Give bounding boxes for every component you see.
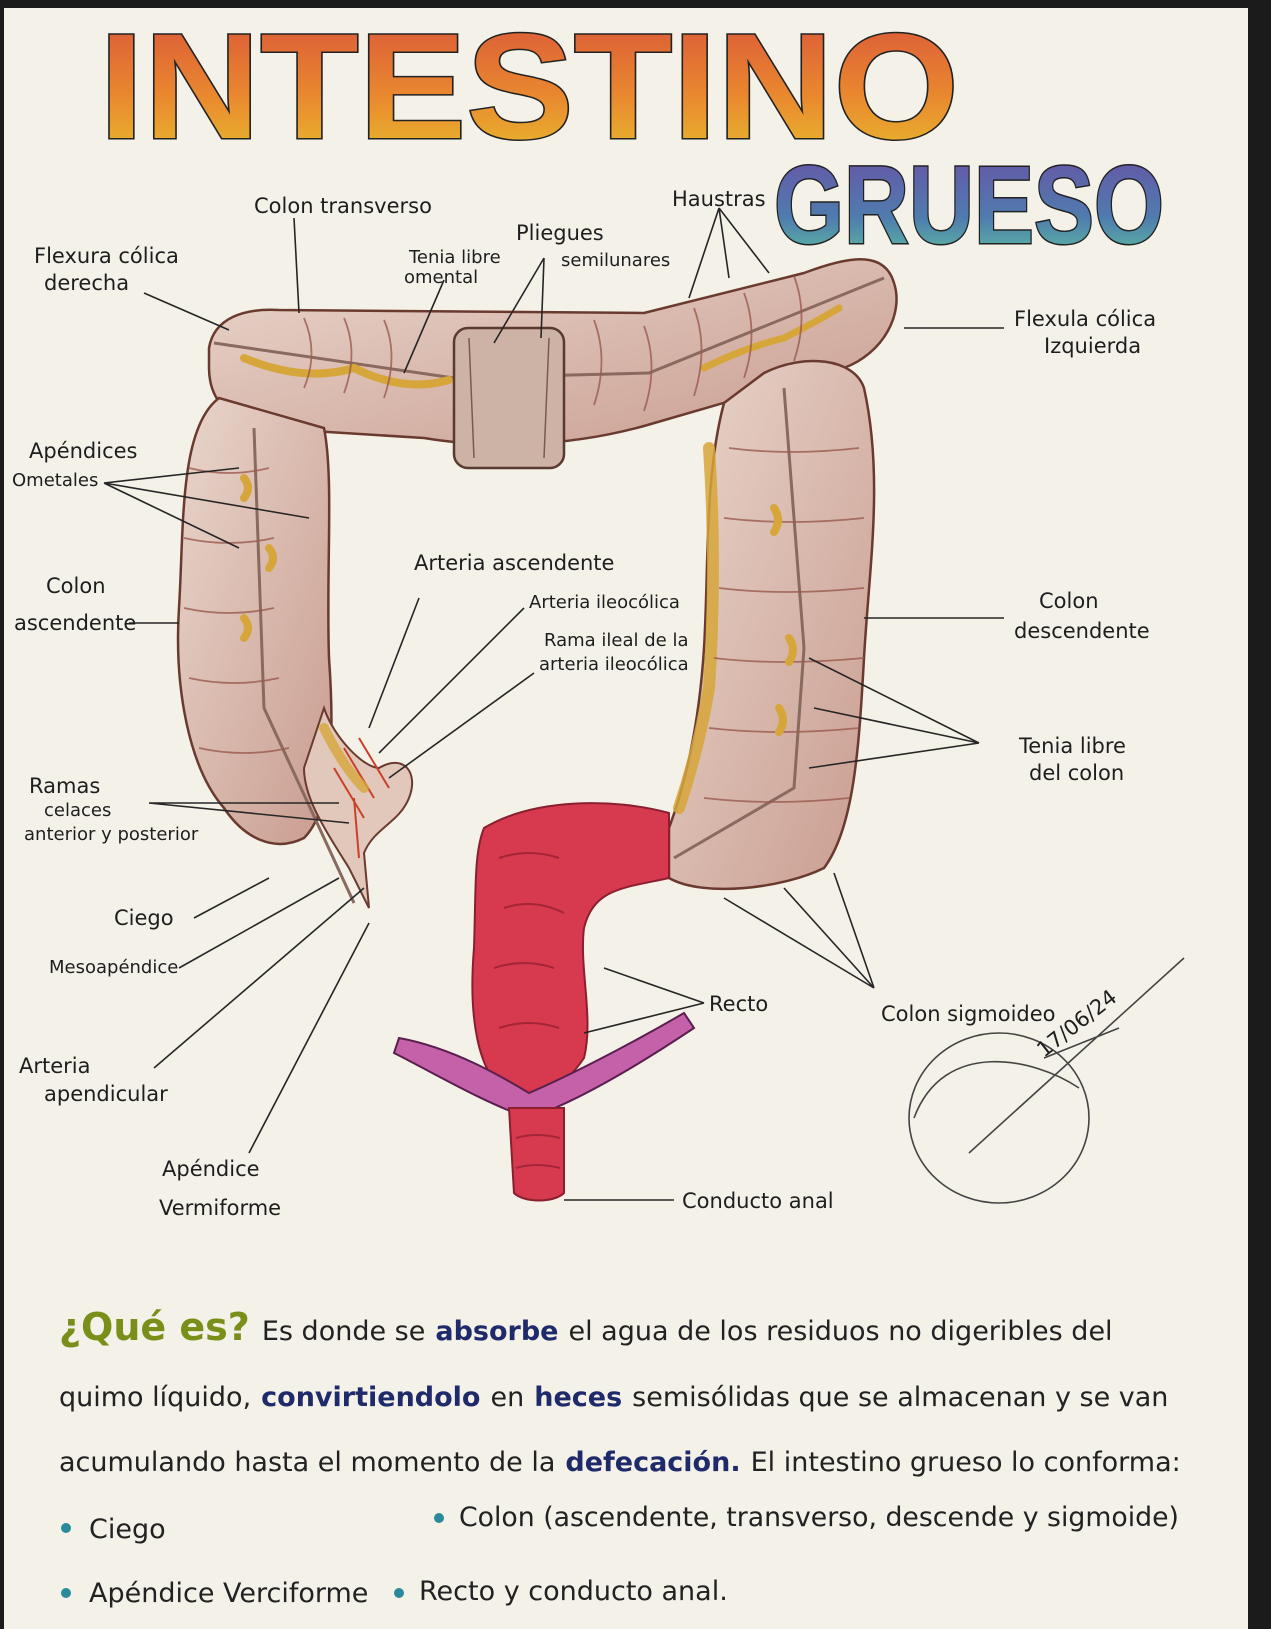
bullet-apendice: Apéndice Verciforme <box>89 1578 368 1609</box>
label-apendices-1: Apéndices <box>29 439 138 463</box>
label-ramas-3: anterior y posterior <box>24 824 199 845</box>
label-tenia-omental-1: Tenia libre <box>408 247 501 268</box>
label-colon-asc-1: Colon <box>46 574 106 598</box>
large-intestine-diagram: INTESTINO GRUESO <box>4 8 1248 1629</box>
label-rama-ileal-1: Rama ileal de la <box>544 630 689 651</box>
label-arteria-apend-2: apendicular <box>44 1082 168 1106</box>
recto <box>394 803 694 1200</box>
label-flexura-der-2: derecha <box>44 271 129 295</box>
label-tenia-colon-2: del colon <box>1029 761 1124 785</box>
pliegues-band <box>454 328 564 468</box>
colon-descendente <box>669 361 874 889</box>
label-conducto-anal: Conducto anal <box>682 1189 834 1213</box>
label-colon-asc-2: ascendente <box>14 611 136 635</box>
label-flexura-der-1: Flexura cólica <box>34 244 179 268</box>
label-arteria-ileocolica: Arteria ileocólica <box>529 592 680 613</box>
label-colon-desc-1: Colon <box>1039 589 1099 613</box>
bullet-ciego: Ciego <box>89 1514 166 1545</box>
label-ramas-1: Ramas <box>29 774 100 798</box>
label-tenia-colon-1: Tenia libre <box>1018 734 1126 758</box>
label-rama-ileal-2: arteria ileocólica <box>539 654 689 675</box>
label-apendice-2: Vermiforme <box>159 1196 281 1220</box>
label-flexura-izq-1: Flexula cólica <box>1014 307 1156 331</box>
question-heading: ¿Qué es? <box>59 1305 250 1349</box>
label-pliegues-2: semilunares <box>561 250 670 271</box>
label-apendice-1: Apéndice <box>162 1157 260 1181</box>
label-flexura-izq-2: Izquierda <box>1044 334 1141 358</box>
label-apendices-2: Ometales <box>12 470 98 491</box>
label-arteria-ascendente: Arteria ascendente <box>414 551 614 575</box>
label-colon-desc-2: descendente <box>1014 619 1150 643</box>
label-arteria-apend-1: Arteria <box>19 1054 91 1078</box>
bullet-list: Ciego Colon (ascendente, transverso, des… <box>61 1502 1179 1609</box>
label-recto: Recto <box>709 992 768 1016</box>
label-ramas-2: celaces <box>44 800 111 821</box>
signature: 17/06/24 <box>909 958 1184 1203</box>
label-ciego: Ciego <box>114 906 174 930</box>
label-pliegues-1: Pliegues <box>516 221 604 245</box>
bullet-recto: Recto y conducto anal. <box>419 1576 728 1607</box>
bullet-colon: Colon (ascendente, transverso, descende … <box>459 1502 1179 1533</box>
label-colon-sigmoideo: Colon sigmoideo <box>881 1002 1056 1026</box>
paper-sheet: INTESTINO GRUESO <box>4 8 1248 1629</box>
title-grueso: GRUESO <box>774 144 1164 267</box>
label-colon-transverso: Colon transverso <box>254 194 432 218</box>
ciego-apendice <box>304 708 412 908</box>
label-haustras: Haustras <box>672 187 766 211</box>
label-tenia-omental-2: omental <box>404 267 478 288</box>
label-mesoapendice: Mesoapéndice <box>49 957 178 978</box>
